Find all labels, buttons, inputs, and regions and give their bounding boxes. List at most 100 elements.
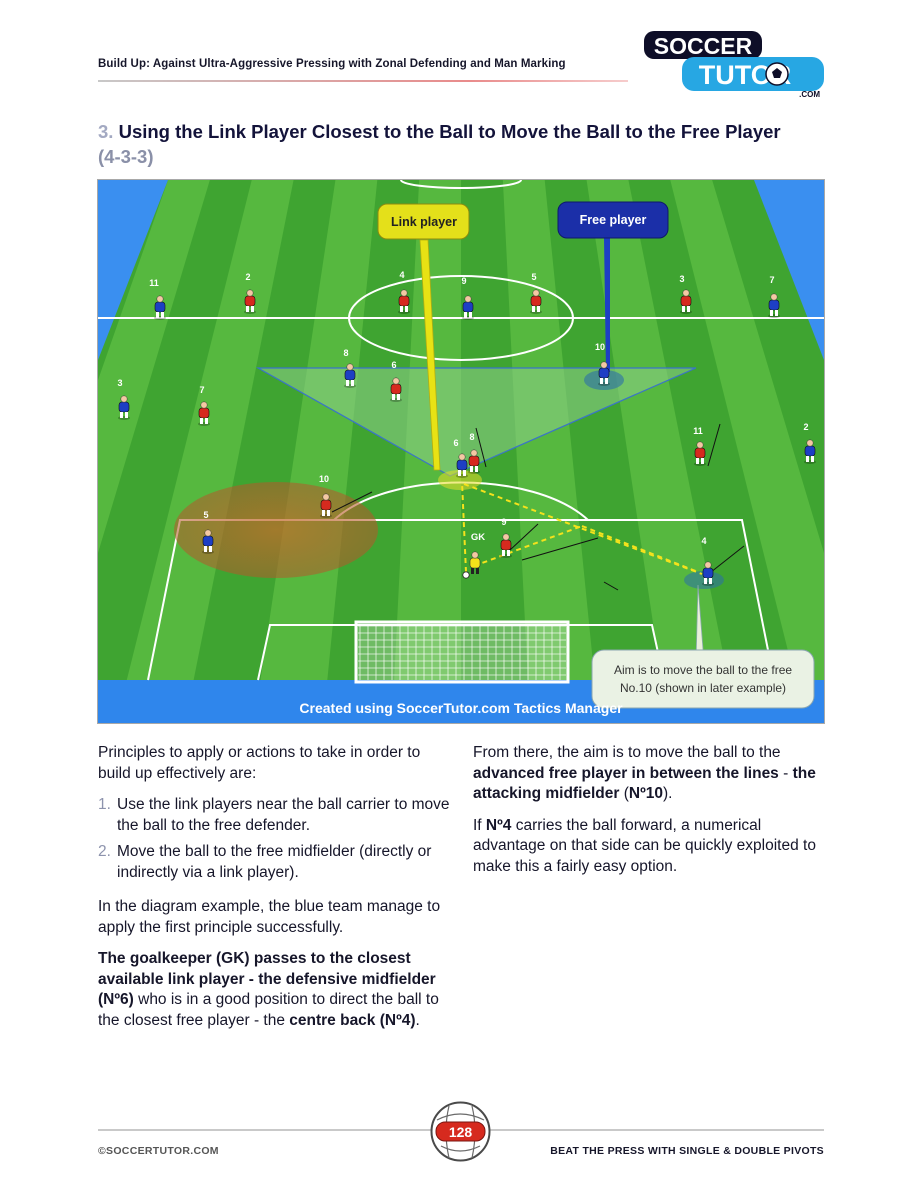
player-number: 11 <box>149 278 159 288</box>
goalkeeper: GK <box>469 532 485 574</box>
principle-text: Use the link players near the ball carri… <box>117 796 450 834</box>
press-arrow <box>521 537 599 561</box>
centre-back-bold: centre back (Nº4) <box>289 1011 416 1029</box>
advance-paragraph: From there, the aim is to move the ball … <box>473 743 833 805</box>
red-player: 8 <box>468 432 480 474</box>
ball-icon <box>462 571 470 579</box>
coaching-note-line2: No.10 (shown in later example) <box>620 681 786 695</box>
passing-triangle-zone <box>255 367 697 477</box>
blue-player: 3 <box>117 378 130 420</box>
player-number: 3 <box>679 274 684 284</box>
goalkeeper-paragraph: The goalkeeper (GK) passes to the closes… <box>98 949 450 1031</box>
pass-gk-to-6 <box>461 481 467 573</box>
free-callout-pointer <box>604 238 610 372</box>
link-player-callout-label: Link player <box>391 215 457 229</box>
player-number: 8 <box>469 432 474 442</box>
principle-number: 1. <box>98 796 111 813</box>
press-arrow <box>509 523 539 551</box>
coaching-note-box <box>591 649 815 709</box>
red-player: 11 <box>693 426 706 466</box>
goal <box>354 620 570 684</box>
principle-number: 2. <box>98 843 111 860</box>
gk-pass-text: who is in a good position to direct the … <box>98 991 439 1029</box>
pass-lines <box>461 481 703 575</box>
player-number: 6 <box>453 438 458 448</box>
blue-player: 7 <box>768 275 780 318</box>
blue-player: 2 <box>803 422 816 464</box>
soccertutor-logo: SOCCER TUTOR .COM <box>644 31 824 99</box>
red-player: 6 <box>390 360 402 402</box>
pitch-stripe <box>116 180 294 723</box>
press-arrow <box>331 491 373 513</box>
link-player-highlight <box>438 470 482 490</box>
player-number: 7 <box>199 385 204 395</box>
blue-player: 8 <box>343 348 356 388</box>
running-header: Build Up: Against Ultra-Aggressive Press… <box>98 58 566 70</box>
page-number-ball: 128 <box>430 1101 491 1162</box>
free-player-callout-label: Free player <box>580 213 647 227</box>
player-number: 3 <box>117 378 122 388</box>
pass-line-gk <box>473 525 583 567</box>
red-player: 9 <box>500 517 512 558</box>
numerical-paragraph: If Nº4 carries the ball forward, a numer… <box>473 816 833 878</box>
red-player: 5 <box>530 272 542 314</box>
principle-text: Move the ball to the free midfielder (di… <box>117 843 432 881</box>
principle-item: 1. Use the link players near the ball ca… <box>98 795 450 836</box>
advance-bold-mid: the attacking midfielder <box>473 764 816 803</box>
text-column-right: From there, the aim is to move the ball … <box>473 743 833 888</box>
blue-player: 10 <box>595 342 610 386</box>
pitch-stripe <box>502 180 599 723</box>
blue-player: 9 <box>461 276 474 320</box>
numerical-rest: carries the ball forward, a numerical ad… <box>473 816 816 875</box>
press-arrow <box>603 581 619 591</box>
text-column-left: Principles to apply or actions to take i… <box>98 743 450 1042</box>
footer-book-title: BEAT THE PRESS WITH SINGLE & DOUBLE PIVO… <box>550 1145 824 1157</box>
header-divider <box>98 80 628 82</box>
section-title-text: Using the Link Player Closest to the Bal… <box>118 121 781 142</box>
free-player-highlight <box>584 370 624 390</box>
example-paragraph: In the diagram example, the blue team ma… <box>98 898 441 936</box>
logo-domain-text: .COM <box>799 90 820 99</box>
page-number: 128 <box>449 1124 473 1140</box>
advance-bold-no10: Nº10 <box>628 785 664 802</box>
advance-paren: ( <box>619 785 629 802</box>
player-number: 11 <box>693 426 703 436</box>
section-number: 3. <box>98 121 114 142</box>
logo-top-text: SOCCER <box>654 33 753 59</box>
red-player: 4 <box>398 270 410 314</box>
pressing-zone <box>174 482 378 578</box>
principle-item: 2. Move the ball to the free midfielder … <box>98 842 450 883</box>
player-number: 2 <box>803 422 808 432</box>
gk-pass-bold: The goalkeeper (GK) passes to the closes… <box>98 950 436 1008</box>
player-number: 4 <box>399 270 404 280</box>
red-player: 10 <box>319 474 332 518</box>
pitch-stripe <box>670 180 824 723</box>
player-number: 8 <box>343 348 348 358</box>
link-callout-pointer <box>419 239 441 471</box>
principles-list: 1. Use the link players near the ball ca… <box>98 795 450 883</box>
section-title: 3. Using the Link Player Closest to the … <box>98 119 798 169</box>
pitch-surround-right <box>754 180 824 360</box>
blue-player: 4 <box>701 536 714 586</box>
pitch-surround-left <box>98 180 168 360</box>
pitch-stripe <box>98 180 210 553</box>
free-player-callout <box>557 201 669 239</box>
advance-sep: - <box>778 764 793 782</box>
link-player-callout <box>377 203 470 240</box>
blue-player: 6 <box>453 438 468 478</box>
section-formation: (4-3-3) <box>98 146 154 167</box>
player-number: 7 <box>769 275 774 285</box>
press-arrow <box>475 427 487 468</box>
player-number: 10 <box>595 342 605 352</box>
advance-bold: advanced free player in between the line… <box>473 764 779 782</box>
gk-label: GK <box>471 532 485 543</box>
coaching-note-line1: Aim is to move the ball to the free <box>614 663 792 677</box>
blue-player: 5 <box>202 510 214 554</box>
player-number: 5 <box>531 272 536 282</box>
press-arrow <box>707 423 721 467</box>
player-number: 9 <box>461 276 466 286</box>
pass-line-cb <box>581 525 699 573</box>
